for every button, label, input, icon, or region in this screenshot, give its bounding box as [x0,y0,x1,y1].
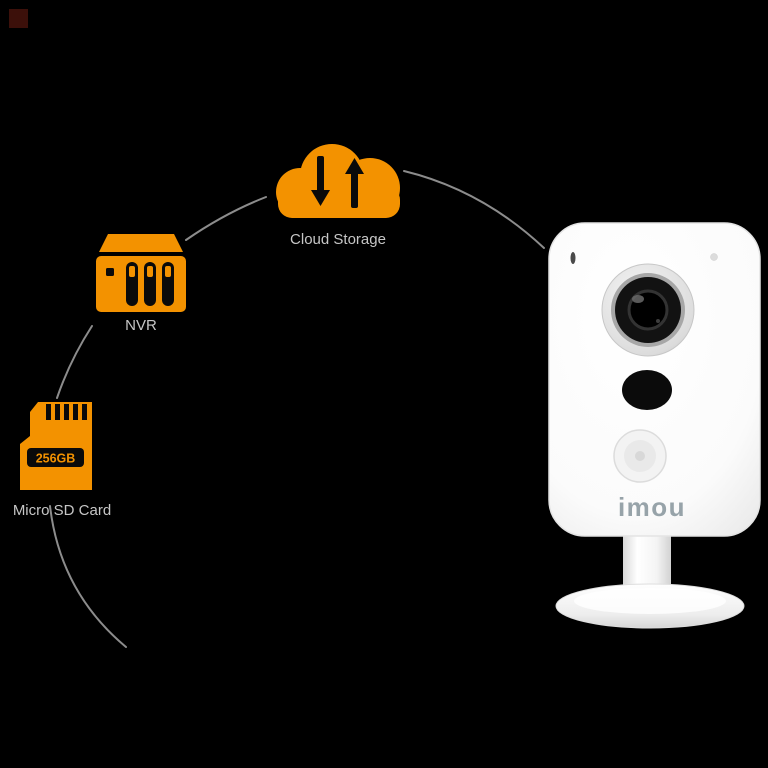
sd-capacity-band [27,448,84,467]
microphone-hole [570,252,576,264]
nvr-lid [99,234,183,252]
pir-sensor-ring [613,429,667,483]
corner-artifact-square [9,9,28,28]
camera-product-image: imou [548,222,761,629]
ir-window [622,370,672,410]
light-sensor-dot [710,253,718,261]
lens-glint [656,319,660,323]
cloud-storage-label: Cloud Storage [290,231,386,248]
connection-arc [49,170,545,648]
camera-lens [601,263,695,357]
sd-capacity-label: 256GB [36,452,76,466]
brand-logo-text: imou [618,492,686,522]
micro-sd-label: Micro SD Card [13,502,111,519]
lens-highlight [632,295,644,303]
down-arrow-icon [311,156,330,206]
arc-segment-bottom [49,505,127,648]
nvr-led [106,268,114,276]
camera-stand-base-highlight [574,588,726,614]
arc-segment-sd-nvr [56,325,93,399]
cloud-storage-icon [276,144,400,218]
nvr-icon [96,234,186,312]
up-arrow-icon [345,158,364,208]
cloud-base [278,186,400,218]
arc-segment-nvr-cloud [185,196,267,241]
arc-segment-cloud-camera [403,170,545,249]
sd-card-body [20,402,92,490]
sd-card-pins [46,404,87,420]
nvr-drive-slots [126,262,174,306]
micro-sd-card-icon: 256GB [20,402,92,490]
nvr-label: NVR [125,317,157,334]
